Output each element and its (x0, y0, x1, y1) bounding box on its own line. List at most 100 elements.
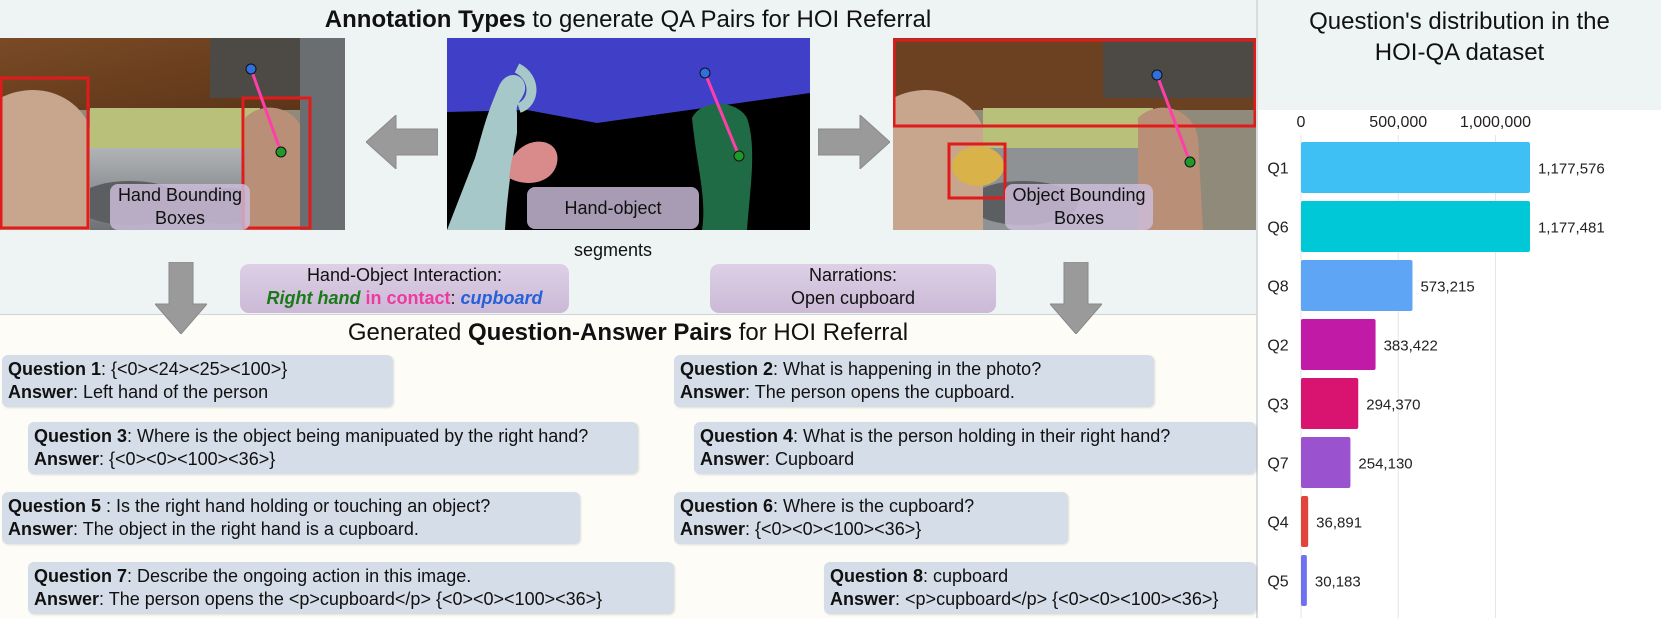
arrow-left-icon (366, 115, 438, 169)
a8-text: : <p>cupboard</p> {<0><0><100><36>} (895, 589, 1219, 609)
a3-label: Answer (34, 449, 100, 469)
q4-label: Question 4 (700, 426, 794, 446)
bar (1301, 260, 1413, 311)
a3-text: : {<0><0><100><36>} (99, 449, 276, 469)
category-label: Q1 (1267, 161, 1288, 178)
bar (1301, 437, 1351, 488)
bar (1301, 201, 1530, 252)
q7-label: Question 7 (34, 566, 128, 586)
object-boxes-label-line2: Boxes (1053, 208, 1105, 228)
value-label: 1,177,481 (1538, 220, 1605, 237)
category-label: Q2 (1267, 338, 1288, 355)
a4-label: Answer (700, 449, 766, 469)
q6-label: Question 6 (680, 496, 774, 516)
a6-label: Answer (680, 519, 746, 539)
qa-pair-5: Question 5 : Is the right hand holding o… (2, 492, 580, 544)
qa-title-post: for HOI Referral (732, 319, 909, 346)
q5-label: Question 5 (8, 496, 102, 516)
value-label: 30,183 (1315, 574, 1361, 591)
narration-title: Narrations: (808, 265, 898, 285)
value-label: 294,370 (1366, 397, 1420, 414)
hand-boxes-label-line2: Boxes (154, 208, 206, 228)
object-boxes-label-line1: Object Bounding (1012, 185, 1146, 205)
chart-title-line2: HOI-QA dataset (1374, 39, 1545, 66)
a7-label: Answer (34, 589, 100, 609)
q5-text: : Is the right hand holding or touching … (101, 496, 491, 516)
value-label: 573,215 (1420, 279, 1474, 296)
category-label: Q8 (1267, 279, 1288, 296)
a1-text: : Left hand of the person (73, 382, 269, 402)
q1-label: Question 1 (8, 359, 102, 379)
category-label: Q7 (1267, 456, 1288, 473)
hoi-info-box: Hand-Object Interaction: Right hand in c… (240, 264, 569, 313)
a6-text: : {<0><0><100><36>} (745, 519, 922, 539)
segments-label: Hand-object segments (527, 187, 699, 260)
category-label: Q6 (1267, 220, 1288, 237)
narration-info-box: Narrations: Open cupboard (710, 264, 996, 313)
q2-text: : What is happening in the photo? (773, 359, 1042, 379)
hoi-colon: : (450, 288, 461, 308)
q3-text: : Where is the object being manipuated b… (127, 426, 589, 446)
hoi-hand: Right hand (266, 288, 361, 308)
a7-text: : The person opens the <p>cupboard</p> {… (99, 589, 603, 609)
hoi-contact: in contact (360, 288, 451, 308)
bar (1301, 555, 1307, 606)
value-label: 254,130 (1358, 456, 1412, 473)
arrow-down-left-icon (155, 262, 207, 334)
bar (1301, 142, 1530, 193)
chart-title: Question's distribution in the HOI-QA da… (1258, 6, 1661, 68)
bar (1301, 496, 1309, 547)
arrow-down-right-icon (1050, 262, 1102, 334)
q1-text: : {<0><24><25><100>} (101, 359, 288, 379)
x-tick-label: 0 (1297, 114, 1306, 131)
qa-title-pre: Generated (347, 319, 468, 346)
category-label: Q5 (1267, 574, 1288, 591)
value-label: 1,177,576 (1538, 161, 1605, 178)
qa-title-bold: Question-Answer Pairs (467, 319, 733, 346)
qa-pair-2: Question 2: What is happening in the pho… (674, 355, 1154, 407)
hoi-object: cupboard (460, 288, 543, 308)
a8-label: Answer (830, 589, 896, 609)
annotation-title: Annotation Types to generate QA Pairs fo… (0, 6, 1256, 34)
x-tick-label: 500,000 (1369, 114, 1427, 131)
chart-header (1258, 0, 1661, 110)
q6-text: : Where is the cupboard? (773, 496, 975, 516)
qa-pair-4: Question 4: What is the person holding i… (694, 422, 1256, 474)
a2-text: : The person opens the cupboard. (745, 382, 1015, 402)
arrow-right-icon (818, 115, 890, 169)
a2-label: Answer (680, 382, 746, 402)
category-label: Q3 (1267, 397, 1288, 414)
a4-text: : Cupboard (765, 449, 855, 469)
hoi-title: Hand-Object Interaction: (306, 265, 503, 285)
hand-boxes-label-line1: Hand Bounding (117, 185, 243, 205)
qa-pair-1: Question 1: {<0><24><25><100>} Answer: L… (2, 355, 393, 407)
a5-label: Answer (8, 519, 74, 539)
chart-panel: Question's distribution in the HOI-QA da… (1258, 0, 1661, 618)
q8-text: : cupboard (923, 566, 1009, 586)
q4-text: : What is the person holding in their ri… (793, 426, 1171, 446)
q3-label: Question 3 (34, 426, 128, 446)
value-label: 36,891 (1316, 515, 1362, 532)
q8-label: Question 8 (830, 566, 924, 586)
q7-text: : Describe the ongoing action in this im… (127, 566, 472, 586)
narration-text: Open cupboard (790, 288, 916, 308)
chart-title-line1: Question's distribution in the (1309, 8, 1610, 35)
bar (1301, 319, 1376, 370)
panel-divider (0, 314, 1256, 315)
bar (1301, 378, 1359, 429)
hand-boxes-label: Hand Bounding Boxes (110, 184, 250, 230)
value-label: 383,422 (1384, 338, 1438, 355)
qa-pair-3: Question 3: Where is the object being ma… (28, 422, 638, 474)
a5-text: : The object in the right hand is a cupb… (73, 519, 419, 539)
qa-pair-7: Question 7: Describe the ongoing action … (28, 562, 674, 614)
chart-divider (1256, 0, 1258, 618)
qa-pair-8: Question 8: cupboard Answer: <p>cupboard… (824, 562, 1256, 614)
annotation-title-rest: to generate QA Pairs for HOI Referral (525, 6, 932, 33)
annotation-title-bold: Annotation Types (324, 6, 526, 33)
category-label: Q4 (1267, 515, 1288, 532)
qa-pair-6: Question 6: Where is the cupboard? Answe… (674, 492, 1068, 544)
qa-title: Generated Question-Answer Pairs for HOI … (0, 319, 1256, 347)
hoi-detail: Right hand in contact: cupboard (240, 287, 569, 310)
object-boxes-label: Object Bounding Boxes (1005, 184, 1153, 230)
